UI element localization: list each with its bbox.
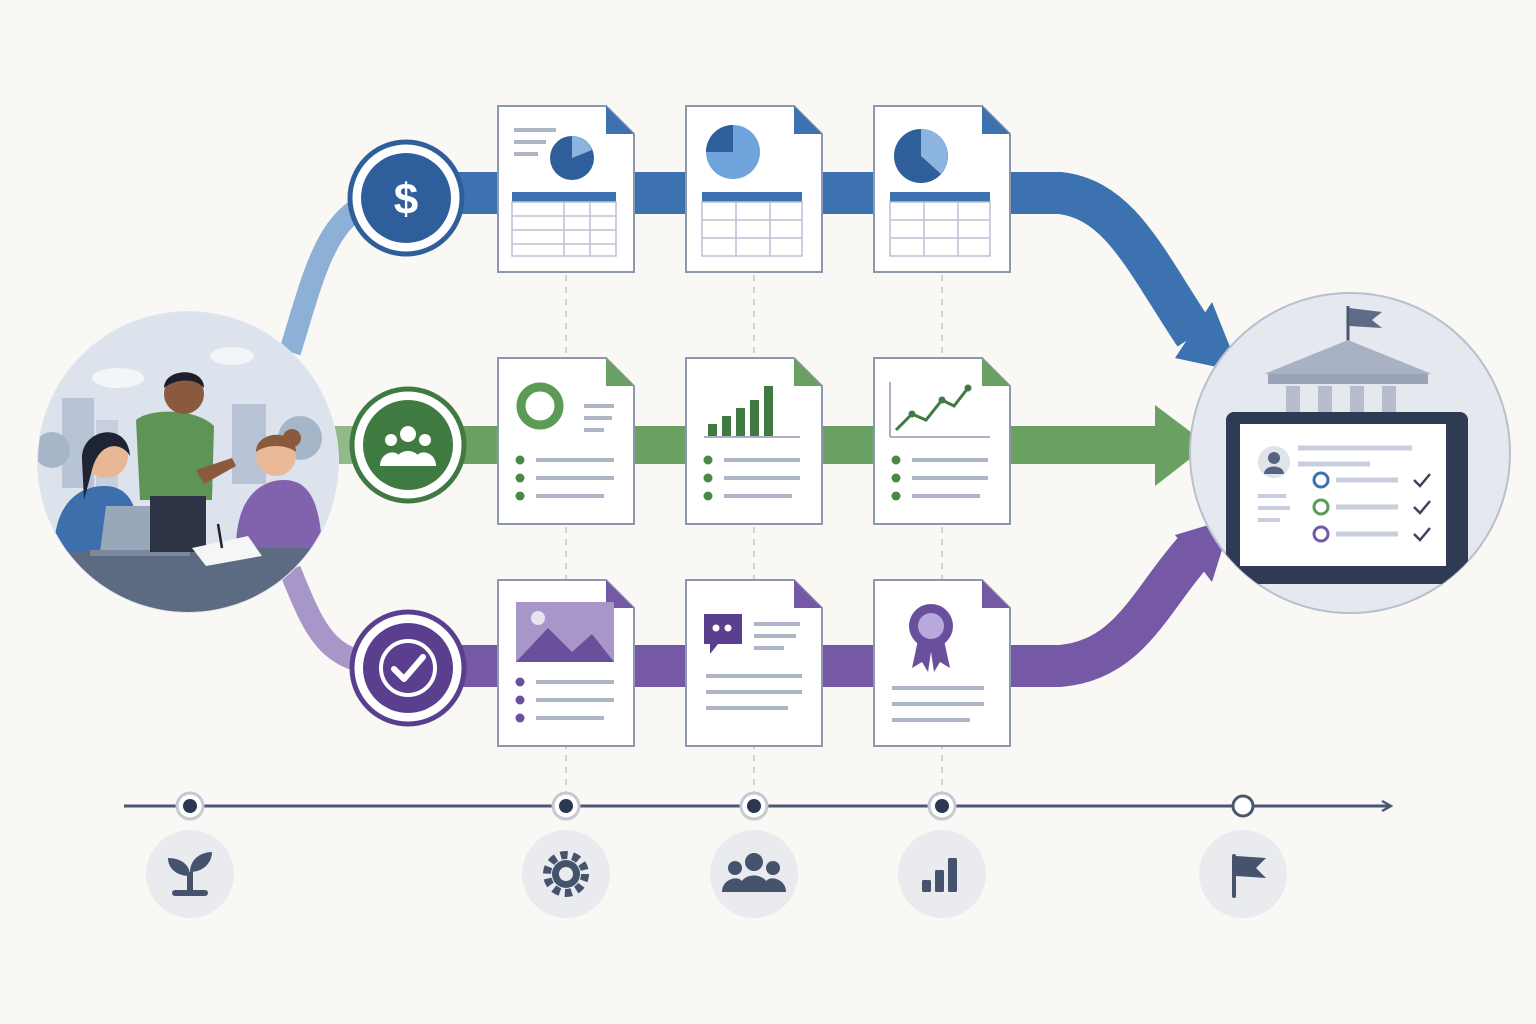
finance-report-2[interactable] — [685, 105, 823, 273]
people-group-icon — [380, 426, 436, 466]
timeline-node[interactable] — [739, 791, 769, 821]
flag-icon — [1232, 854, 1266, 898]
finance-report-1[interactable] — [497, 105, 635, 273]
impact-report-3[interactable] — [873, 357, 1011, 525]
line-chart-list-report-icon — [889, 382, 990, 501]
sprout-icon — [168, 852, 212, 896]
dollar-icon: $ — [394, 175, 418, 224]
pie-chart-table-report-icon — [701, 125, 803, 257]
impact-report-2[interactable] — [685, 357, 823, 525]
impact-report-1[interactable] — [497, 357, 635, 525]
donut-chart-list-report-icon — [515, 382, 614, 501]
award-ribbon-report-icon — [892, 604, 984, 722]
timeline-node[interactable] — [551, 791, 581, 821]
milestone-sprout[interactable] — [146, 830, 234, 918]
checkmark-icon — [391, 654, 426, 682]
timeline-node-end[interactable] — [1231, 794, 1255, 818]
finance-hub: $ — [347, 139, 465, 257]
outcome-hub — [349, 609, 467, 727]
timeline-node[interactable] — [927, 791, 957, 821]
team-collaboration-illustration — [37, 311, 339, 613]
milestone-people[interactable] — [710, 830, 798, 918]
outcome-report-2[interactable] — [685, 579, 823, 747]
milestone-bar-chart[interactable] — [898, 830, 986, 918]
finance-report-3[interactable] — [873, 105, 1011, 273]
impact-hub — [349, 386, 467, 504]
pie-chart-table-report-icon — [511, 128, 617, 257]
image-list-report-icon — [515, 602, 614, 723]
pie-chart-table-report-icon — [889, 129, 991, 257]
gear-icon — [543, 851, 589, 897]
bar-chart-list-report-icon — [703, 386, 800, 501]
people-group-icon — [722, 853, 786, 892]
quote-text-report-icon — [704, 614, 802, 710]
outcome-report-3[interactable] — [873, 579, 1011, 747]
timeline-node[interactable] — [175, 791, 205, 821]
milestone-flag[interactable] — [1199, 830, 1287, 918]
institution-laptop-checklist-illustration — [1189, 292, 1511, 614]
milestone-gear[interactable] — [522, 830, 610, 918]
outcome-report-1[interactable] — [497, 579, 635, 747]
timeline — [124, 791, 1390, 918]
impact-arrowhead — [1155, 405, 1208, 486]
bar-chart-icon — [922, 858, 957, 892]
